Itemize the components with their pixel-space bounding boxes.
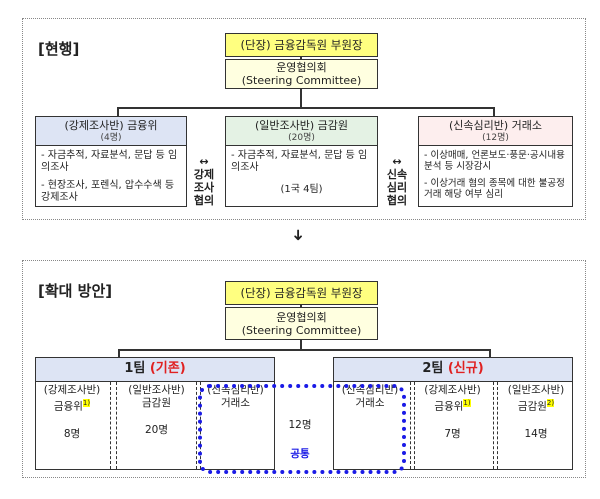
connector	[493, 107, 495, 117]
connector	[300, 340, 302, 349]
double-arrow-icon: ↔	[392, 155, 402, 168]
unit-note: (1국 4팀)	[280, 184, 323, 195]
shared-label: 공통	[290, 448, 310, 460]
unit-title: (일반조사반) 금감원	[254, 119, 349, 132]
proposal-section-title: [확대 방안]	[38, 282, 113, 300]
connector	[489, 349, 491, 357]
connector	[118, 349, 490, 351]
double-arrow-icon: ↔	[199, 155, 209, 168]
proposal-panel	[22, 260, 586, 478]
connector	[117, 107, 119, 117]
unit-fsc: (강제조사반) 금융위(4명) - 자금추적, 자료분석, 문답 등 임의조사 -…	[35, 116, 187, 207]
connector	[300, 57, 302, 60]
shared-krx-outline	[198, 384, 406, 474]
unit-krx: (신속심리반) 거래소(12명) - 이상매매, 언론보도·풍문·공시내용 분석…	[418, 116, 573, 207]
unit-header: (일반조사반) 금감원(20명)	[226, 117, 377, 146]
unit-item: - 자금추적, 자료분석, 문답 등 임의조사	[41, 150, 178, 173]
unit-title: (신속심리반) 거래소	[448, 119, 543, 132]
current-section-title: [현행]	[38, 40, 80, 58]
unit-header: (강제조사반) 금융위(4명)	[36, 117, 186, 146]
team2-header: 2팀 (신규)	[334, 358, 572, 382]
unit-item: - 현장조사, 포렌식, 압수수색 등 강제조사	[41, 180, 175, 203]
committee-name: 운영협의회	[276, 310, 327, 324]
connector	[117, 107, 494, 109]
team2-col-fsc: (강제조사반)금융위1)7명	[410, 382, 494, 469]
unit-header: (신속심리반) 거래소(12명)	[419, 117, 572, 146]
committee-en: (Steering Committee)	[241, 74, 362, 87]
divider	[414, 382, 415, 469]
team1-col-fsc: (강제조사반)금융위1)8명	[43, 384, 101, 440]
team2-box: 2팀 (신규) (신속심리반)거래소 (강제조사반)금융위1)7명 (일반조사반…	[333, 357, 573, 470]
unit-count: (20명)	[288, 133, 315, 143]
divider	[493, 382, 494, 469]
committee-box: 운영협의회 (Steering Committee)	[225, 307, 378, 340]
unit-title: (강제조사반) 금융위	[64, 119, 158, 132]
committee-box: 운영협의회 (Steering Committee)	[225, 59, 378, 89]
committee-en: (Steering Committee)	[241, 323, 362, 337]
connector	[300, 305, 302, 308]
head-box: (단장) 금융감독원 부원장	[225, 281, 378, 305]
unit-count: (12명)	[482, 133, 509, 143]
unit-item: - 자금추적, 자료분석, 문답 등 임의조사	[231, 150, 368, 173]
head-box: (단장) 금융감독원 부원장	[225, 33, 378, 57]
current-panel	[22, 18, 586, 220]
committee-name: 운영협의회	[276, 61, 327, 74]
unit-item: - 이상거래 혐의 종목에 대한 불공정거래 해당 여부 심리	[424, 178, 565, 200]
unit-fss: (일반조사반) 금감원(20명) - 자금추적, 자료분석, 문답 등 임의조사…	[225, 116, 378, 207]
unit-item: - 이상매매, 언론보도·풍문·공시내용 분석 등 시장감시	[424, 150, 565, 172]
shared-count: 12명	[288, 419, 312, 431]
connector	[300, 89, 302, 107]
arrow-down-icon: ➜	[289, 228, 308, 242]
team1-header: 1팀 (기존)	[36, 358, 274, 382]
unit-count: (4명)	[100, 133, 122, 143]
connector	[118, 349, 120, 357]
divider	[110, 382, 111, 469]
team2-col-fss: (일반조사반)금감원2)14명	[497, 382, 574, 469]
